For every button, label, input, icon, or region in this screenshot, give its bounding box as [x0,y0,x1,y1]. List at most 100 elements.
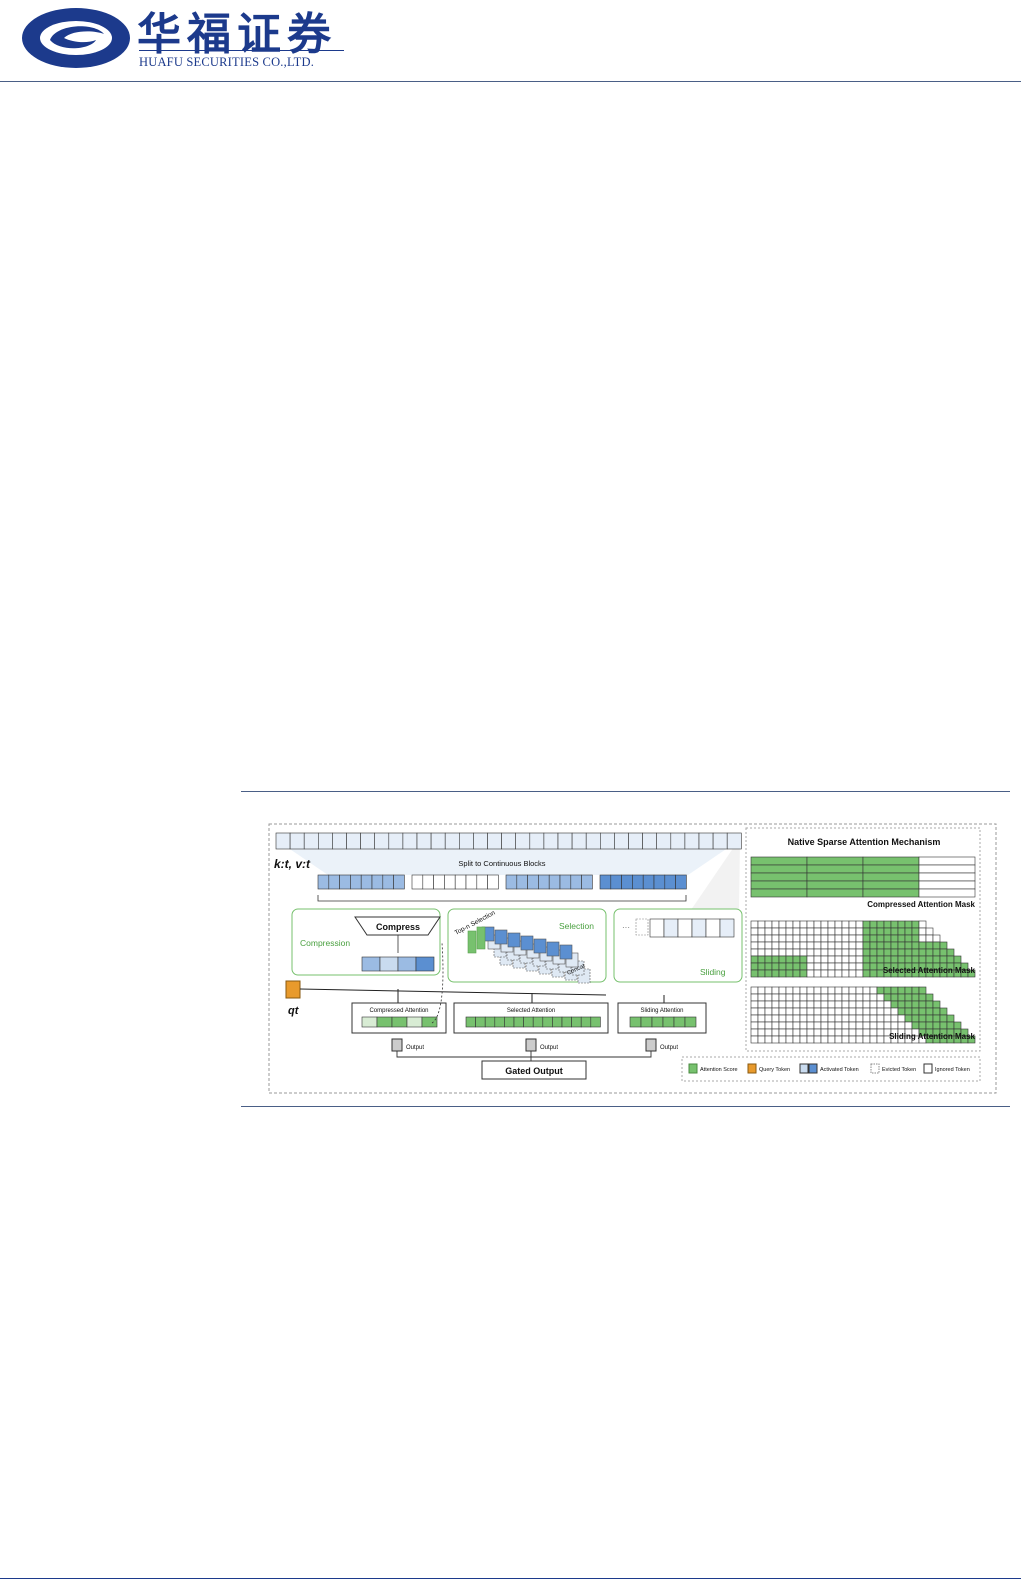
selected-mask-cell [827,948,836,957]
sliding-mask-cell [904,1000,913,1009]
legend-ignored-swatch [923,1063,933,1074]
kv-token [289,832,305,850]
selected-mask-cell [827,934,836,943]
query-lines [299,988,665,1003]
sliding-mask-cell [848,986,857,995]
selected-mask-cell [841,941,850,950]
sliding-mask-cell [785,1000,794,1009]
selected-mask-cell [785,920,794,929]
sliding-mask-cell [869,1000,878,1009]
sliding-ellipsis: ··· [622,923,630,932]
sliding-mask-cell [778,993,787,1002]
sliding-mask-cell [757,1028,766,1037]
legend-evicted-token: Evicted Token [882,1067,916,1073]
legend-query-token-swatch [747,1063,757,1074]
sliding-mask-cell [827,993,836,1002]
sliding-mask-cell [897,1000,906,1009]
sliding-mask-cell [785,986,794,995]
sliding-mask-cell [806,1028,815,1037]
compressed-mask-cell [862,864,920,874]
sliding-mask-cell [890,1007,899,1016]
selected-mask-cell [932,955,941,964]
sliding-mask-cell [785,1035,794,1044]
selected-mask-cell [869,962,878,971]
sliding-mask-cell [897,993,906,1002]
selected-mask-cell [750,948,759,957]
selected-mask-cell [771,955,780,964]
selected-mask-cell [771,941,780,950]
selected-mask-cell [778,948,787,957]
selected-mask-cell [897,941,906,950]
selection-score [476,926,486,950]
selected-mask-cell [827,955,836,964]
selected-mask-cell [841,934,850,943]
selected-mask-cell [771,969,780,978]
kv-token [628,832,643,850]
selected-mask-cell [792,962,801,971]
compressed-tokens [361,956,435,972]
evicted-token [635,918,649,936]
selected-mask-cell [890,948,899,957]
sliding-mask-cell [883,1000,892,1009]
sliding-mask-cell [946,1021,955,1030]
selected-mask-cell [890,934,899,943]
sliding-mask-cell [834,986,843,995]
selected-mask-cell [827,920,836,929]
selected-attention-cells [465,1016,601,1028]
sliding-mask-cell [806,993,815,1002]
sliding-mask-cell [750,1035,759,1044]
selected-mask-cell [862,969,871,978]
selected-mask-cell [904,948,913,957]
kv-token [585,832,601,850]
selected-mask-cell [890,955,899,964]
block-token [360,874,373,890]
sliding-mask-cell [792,1021,801,1030]
selection-token [559,944,573,960]
selected-mask-cell [848,920,857,929]
split-fan [278,841,738,875]
sliding-mask-cell [904,1007,913,1016]
kv-token [614,832,629,850]
selected-mask-cell [813,962,822,971]
selected-mask-cell [946,955,955,964]
selected-mask-cell [848,927,857,936]
selected-mask-cell [778,969,787,978]
sliding-mask-cell [932,1007,941,1016]
sliding-token [705,918,721,938]
blocks-bracket [317,895,687,902]
sliding-mask-cell [799,986,808,995]
selected-mask-cell [799,920,808,929]
sliding-mask-cell [785,1014,794,1023]
selected-mask-cell [925,955,934,964]
selected-mask-cell [862,948,871,957]
compressed-mask-cell [862,888,920,898]
selected-attention-label: Selected Attention [507,1008,555,1014]
sliding-mask-cell [799,1014,808,1023]
kv-token [332,832,347,850]
selected-mask-cell [771,934,780,943]
sliding-attention-cells [629,1016,697,1028]
block-token [487,874,499,890]
sliding-mask-cell [876,1021,885,1030]
kv-token [473,832,488,850]
selected-mask-cell [904,927,913,936]
kv-token [557,832,573,850]
selected-mask-cell [848,948,857,957]
sliding-mask-cell [883,1021,892,1030]
output-label-3: Output [660,1045,678,1051]
selected-mask-cell [806,927,815,936]
selected-mask-cell [785,962,794,971]
selected-mask-cell [813,934,822,943]
compressed-token [361,956,381,972]
selected-mask-cell [855,948,864,957]
sliding-mask-cell [876,1014,885,1023]
selected-mask-cell [750,927,759,936]
selected-mask-cell [876,948,885,957]
sliding-mask-cell [771,1000,780,1009]
header-divider [0,81,1021,82]
kv-token [346,832,361,850]
sliding-mask-cell [841,1014,850,1023]
sliding-mask-cell [869,1021,878,1030]
kv-token [402,832,418,850]
sliding-score-cell [662,1016,675,1028]
